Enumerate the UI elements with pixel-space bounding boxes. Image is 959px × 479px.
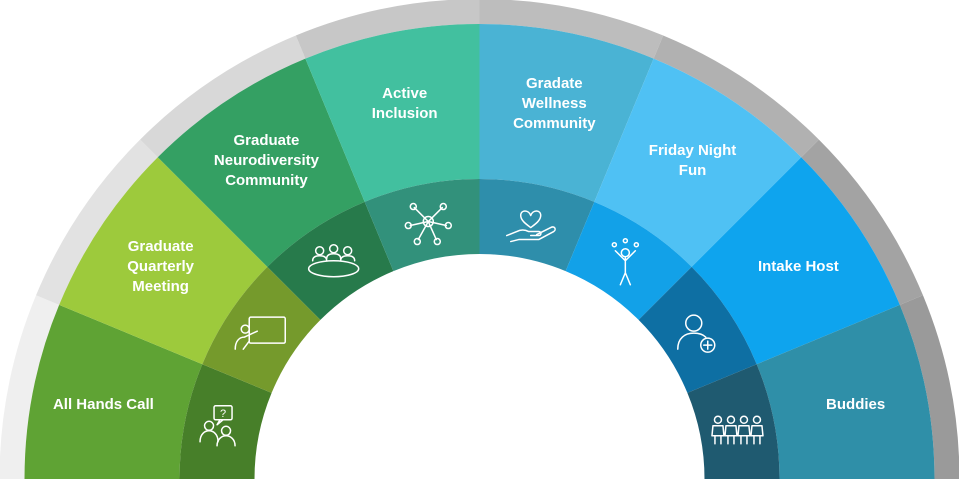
segment-inner-wellness bbox=[479, 179, 595, 272]
ring-segment-quarterly bbox=[36, 139, 158, 305]
segment-wellness[interactable] bbox=[479, 24, 654, 202]
segment-label-line: Friday Night bbox=[649, 142, 737, 159]
segment-label-line: Neurodiversity bbox=[214, 152, 320, 169]
ring-segment-neurodiversity bbox=[140, 35, 306, 158]
segment-inner-all-hands bbox=[179, 364, 272, 479]
ring-segment-friday bbox=[653, 35, 819, 158]
segment-label-line: Fun bbox=[679, 162, 707, 179]
segment-label-line: Buddies bbox=[826, 396, 885, 413]
segment-label-line: Community bbox=[225, 172, 308, 189]
segment-inner-friday bbox=[565, 201, 692, 320]
segment-quarterly[interactable] bbox=[59, 157, 268, 365]
segment-label-line: Community bbox=[513, 115, 596, 132]
segment-neurodiversity[interactable] bbox=[157, 58, 365, 267]
ring-segment-buddies bbox=[899, 295, 959, 479]
segment-label-line: Meeting bbox=[132, 278, 189, 295]
ring-segment-wellness bbox=[479, 0, 664, 59]
segments bbox=[24, 24, 935, 479]
segment-buddies[interactable] bbox=[756, 304, 935, 479]
segment-inner-inclusion bbox=[364, 179, 480, 272]
segment-intake[interactable] bbox=[691, 157, 900, 365]
segment-label-line: All Hands Call bbox=[53, 396, 154, 413]
segment-friday[interactable] bbox=[594, 58, 802, 267]
segment-label-line: Intake Host bbox=[758, 258, 839, 275]
segment-inclusion[interactable] bbox=[305, 24, 480, 202]
ring-segment-inclusion bbox=[295, 0, 480, 59]
segment-label-line: Wellness bbox=[522, 95, 587, 112]
ring-segment-intake bbox=[801, 139, 923, 305]
segment-label-line: Inclusion bbox=[372, 105, 438, 122]
segment-label-intake: Intake Host bbox=[758, 258, 839, 275]
segment-label-line: Graduate bbox=[128, 238, 194, 255]
ring-segment-all-hands bbox=[0, 295, 60, 479]
segment-label-line: Quarterly bbox=[127, 258, 194, 275]
segment-all-hands[interactable] bbox=[24, 304, 203, 479]
segment-label-buddies: Buddies bbox=[826, 396, 885, 413]
segment-label-line: Gradate bbox=[526, 75, 583, 92]
segment-label-line: Graduate bbox=[234, 132, 300, 149]
segment-label-line: Active bbox=[382, 85, 427, 102]
segment-inner-quarterly bbox=[202, 266, 321, 393]
segment-label-all-hands: All Hands Call bbox=[53, 396, 154, 413]
